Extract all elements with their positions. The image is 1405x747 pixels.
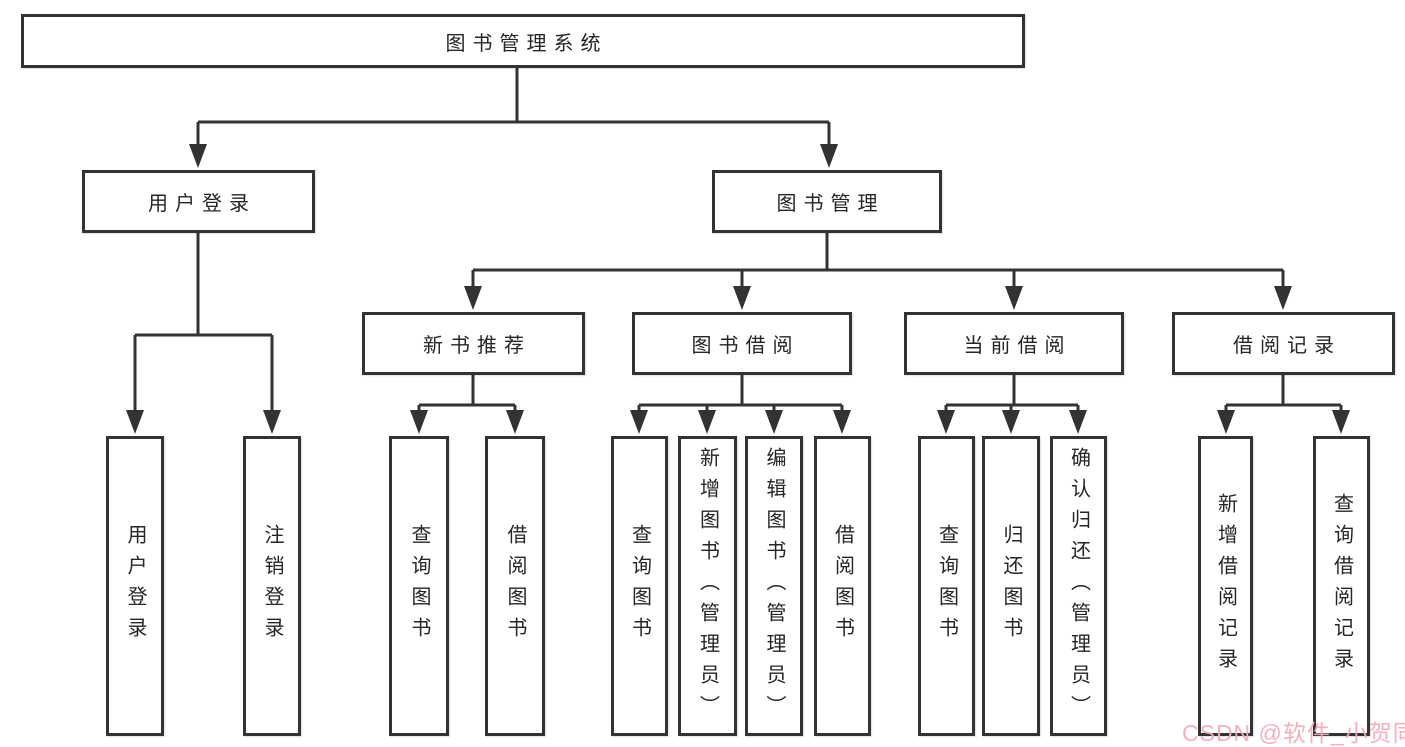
leaf-add-books-admin-label: 新增图书（管理员） xyxy=(696,446,719,726)
leaf-confirm-return-admin: 确认归还（管理员） xyxy=(1050,436,1107,736)
leaf-user-login: 用户登录 xyxy=(106,436,164,736)
node-user-login: 用户登录 xyxy=(82,170,315,233)
leaf-borrow-books-recommend-label: 借阅图书 xyxy=(504,524,526,648)
node-library-system: 图书管理系统 xyxy=(21,14,1025,68)
leaf-query-books-borrowing: 查询图书 xyxy=(611,436,668,736)
node-book-borrowing: 图书借阅 xyxy=(632,312,852,375)
leaf-return-books-label: 归还图书 xyxy=(1000,524,1022,648)
leaf-query-books-recommend: 查询图书 xyxy=(389,436,449,736)
leaf-query-books-borrowing-label: 查询图书 xyxy=(628,524,651,648)
csdn-watermark: CSDN @软件_小贺同学 xyxy=(1182,720,1405,746)
leaf-query-borrow-record-label: 查询借阅记录 xyxy=(1330,493,1353,679)
node-book-borrowing-label: 图书借阅 xyxy=(691,335,800,357)
leaf-borrow-books: 借阅图书 xyxy=(814,436,871,736)
leaf-user-login-label: 用户登录 xyxy=(124,524,146,648)
node-current-borrowing-label: 当前借阅 xyxy=(963,335,1072,357)
node-current-borrowing: 当前借阅 xyxy=(904,312,1124,375)
node-new-book-recommend: 新书推荐 xyxy=(362,312,585,375)
leaf-confirm-return-admin-label: 确认归还（管理员） xyxy=(1067,446,1090,726)
node-book-management: 图书管理 xyxy=(712,170,942,233)
leaf-edit-books-admin: 编辑图书（管理员） xyxy=(745,436,803,736)
leaf-logout-login-label: 注销登录 xyxy=(261,524,283,648)
node-new-book-recommend-label: 新书推荐 xyxy=(423,335,531,357)
leaf-query-books-recommend-label: 查询图书 xyxy=(408,524,430,648)
leaf-edit-books-admin-label: 编辑图书（管理员） xyxy=(763,446,785,726)
leaf-add-borrow-record: 新增借阅记录 xyxy=(1198,436,1253,736)
node-library-system-label: 图书管理系统 xyxy=(445,32,608,55)
node-borrowing-records: 借阅记录 xyxy=(1172,312,1395,375)
leaf-query-books-current: 查询图书 xyxy=(918,436,975,736)
leaf-query-borrow-record: 查询借阅记录 xyxy=(1313,436,1370,736)
leaf-borrow-books-recommend: 借阅图书 xyxy=(485,436,545,736)
node-user-login-label: 用户登录 xyxy=(148,193,256,215)
leaf-add-books-admin: 新增图书（管理员） xyxy=(678,436,737,736)
leaf-logout-login: 注销登录 xyxy=(243,436,301,736)
leaf-return-books: 归还图书 xyxy=(982,436,1040,736)
leaf-add-borrow-record-label: 新增借阅记录 xyxy=(1214,493,1237,679)
node-borrowing-records-label: 借阅记录 xyxy=(1233,335,1341,357)
leaf-borrow-books-label: 借阅图书 xyxy=(831,524,854,648)
node-book-management-label: 图书管理 xyxy=(776,193,885,215)
leaf-query-books-current-label: 查询图书 xyxy=(935,524,958,648)
